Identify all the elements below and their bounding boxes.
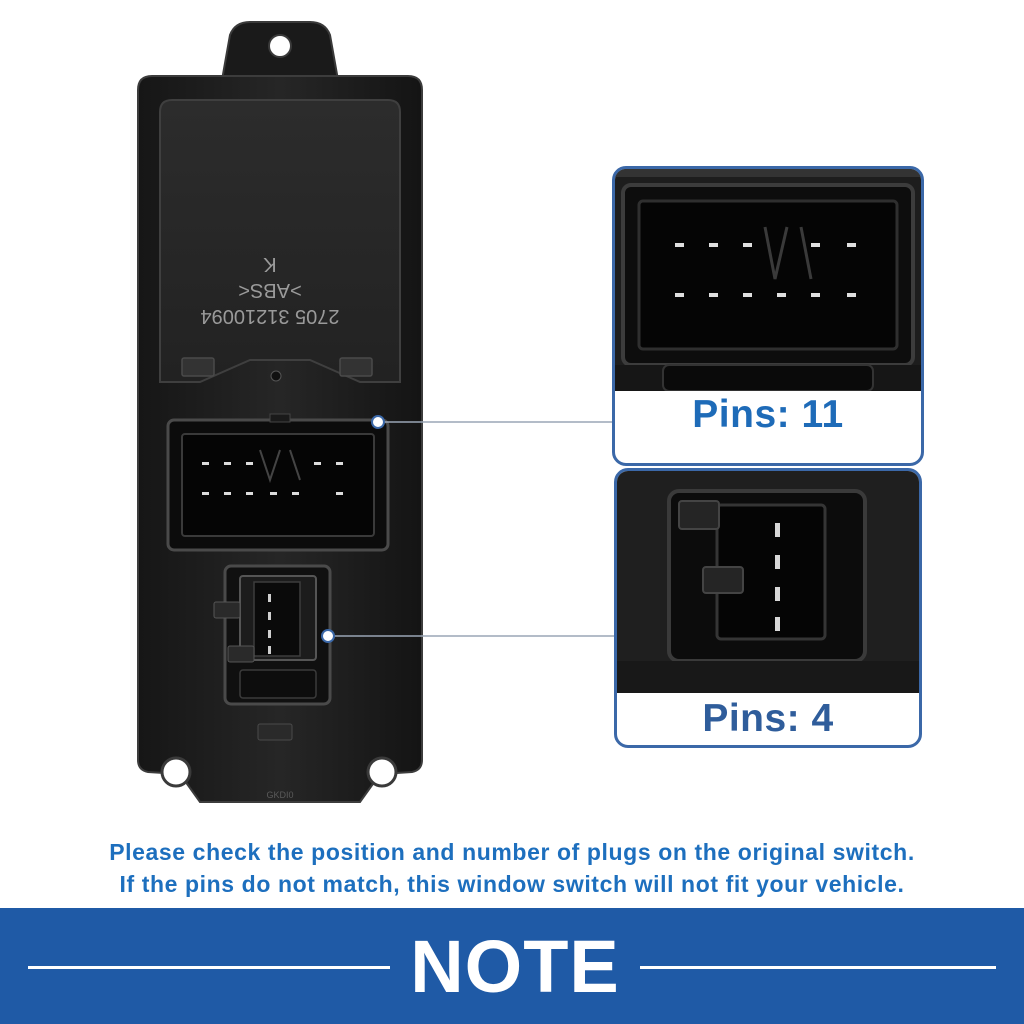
window-switch-illustration: 2705 31210094 >ABS< K [137,21,423,803]
callout-dot-4-pin [321,629,335,643]
molded-text-line1: 2705 31210094 [200,305,339,327]
note-banner: NOTE [0,908,1024,1024]
detail-panel-11-pins: Pins: 11 [612,166,924,466]
compatibility-notice: Please check the position and number of … [0,836,1024,900]
zoom-photo-11-pin-connector [615,169,921,391]
pins-11-label: Pins: 11 [692,393,844,436]
banner-title: NOTE [410,925,620,1008]
zoom-photo-4-pin-connector [617,471,919,693]
notice-line-1: Please check the position and number of … [109,839,915,865]
bottom-molded-mark: GKDI0 [266,790,293,800]
molded-text-line3: K [263,253,277,275]
callout-dot-11-pin [371,415,385,429]
detail-panel-4-pins: Pins: 4 [614,468,922,748]
molded-text-line2: >ABS< [238,279,301,301]
window-switch-product: 2705 31210094 >ABS< K [130,10,430,820]
banner-rule-left [28,966,390,969]
banner-rule-right [640,966,996,969]
pins-4-label: Pins: 4 [702,697,834,740]
notice-line-2: If the pins do not match, this window sw… [119,871,905,897]
